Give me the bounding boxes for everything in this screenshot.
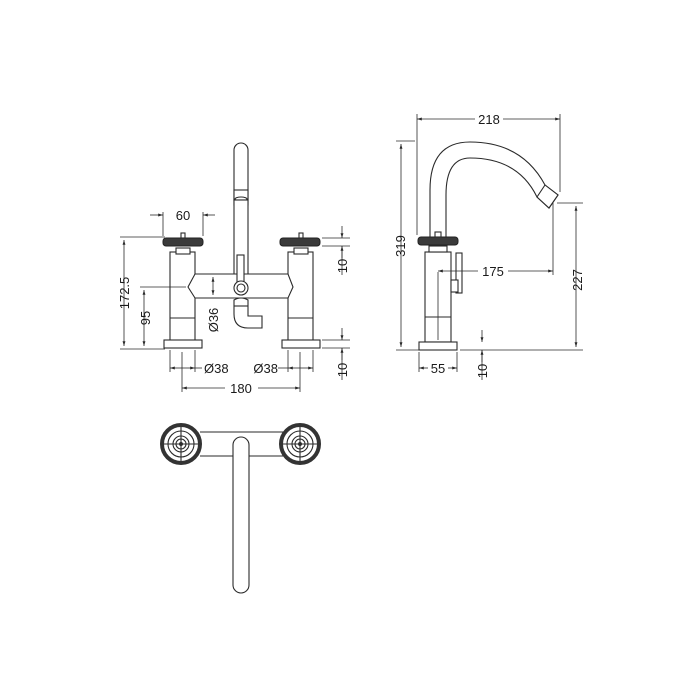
svg-text:55: 55 bbox=[431, 361, 445, 376]
dimension-227: 227 bbox=[460, 202, 585, 351]
svg-text:319: 319 bbox=[393, 235, 408, 257]
dimension-175: 175 bbox=[437, 203, 554, 340]
svg-text:95: 95 bbox=[138, 311, 153, 325]
svg-text:10: 10 bbox=[335, 259, 350, 273]
right-pillar bbox=[279, 232, 321, 349]
right-base-plate bbox=[281, 339, 321, 349]
dimension-218: 218 bbox=[416, 112, 561, 235]
svg-text:172.5: 172.5 bbox=[117, 277, 132, 310]
svg-text:Ø38: Ø38 bbox=[204, 361, 229, 376]
dimension-55: 55 bbox=[418, 352, 458, 376]
dimension-diameter-38-right: Ø38 bbox=[253, 350, 314, 376]
side-base-plate bbox=[418, 341, 458, 351]
plan-view bbox=[160, 423, 321, 594]
right-handle-plan bbox=[279, 423, 321, 465]
dimension-172-5: 172.5 bbox=[117, 236, 165, 350]
right-handle-wheel bbox=[279, 237, 321, 247]
left-base-plate bbox=[163, 339, 203, 349]
dimension-180: 180 bbox=[181, 352, 301, 396]
front-view: 60 172.5 95 Ø36 10 bbox=[117, 142, 350, 396]
svg-text:10: 10 bbox=[335, 363, 350, 377]
spout-plan bbox=[232, 436, 250, 594]
diverter bbox=[233, 254, 263, 329]
dimension-60: 60 bbox=[150, 208, 215, 236]
svg-text:Ø38: Ø38 bbox=[253, 361, 278, 376]
dimension-319: 319 bbox=[393, 140, 419, 351]
left-pillar bbox=[162, 232, 204, 349]
svg-text:175: 175 bbox=[482, 264, 504, 279]
left-handle-wheel bbox=[162, 237, 204, 247]
dimension-diameter-36: Ø36 bbox=[206, 277, 221, 332]
dimension-10-side-base: 10 bbox=[475, 330, 490, 380]
svg-text:180: 180 bbox=[230, 381, 252, 396]
side-view: 218 319 175 227 55 bbox=[393, 112, 585, 380]
dimension-diameter-38-left: Ø38 bbox=[169, 350, 229, 376]
svg-text:218: 218 bbox=[478, 112, 500, 127]
dimension-10-base: 10 bbox=[322, 328, 350, 380]
dimension-95: 95 bbox=[138, 286, 186, 346]
left-handle-plan bbox=[160, 423, 202, 465]
svg-text:10: 10 bbox=[475, 364, 490, 378]
dimension-10-handle: 10 bbox=[322, 226, 350, 275]
svg-text:227: 227 bbox=[570, 269, 585, 291]
svg-text:60: 60 bbox=[176, 208, 190, 223]
handle-wheel-side bbox=[417, 236, 459, 246]
svg-text:Ø36: Ø36 bbox=[206, 308, 221, 333]
